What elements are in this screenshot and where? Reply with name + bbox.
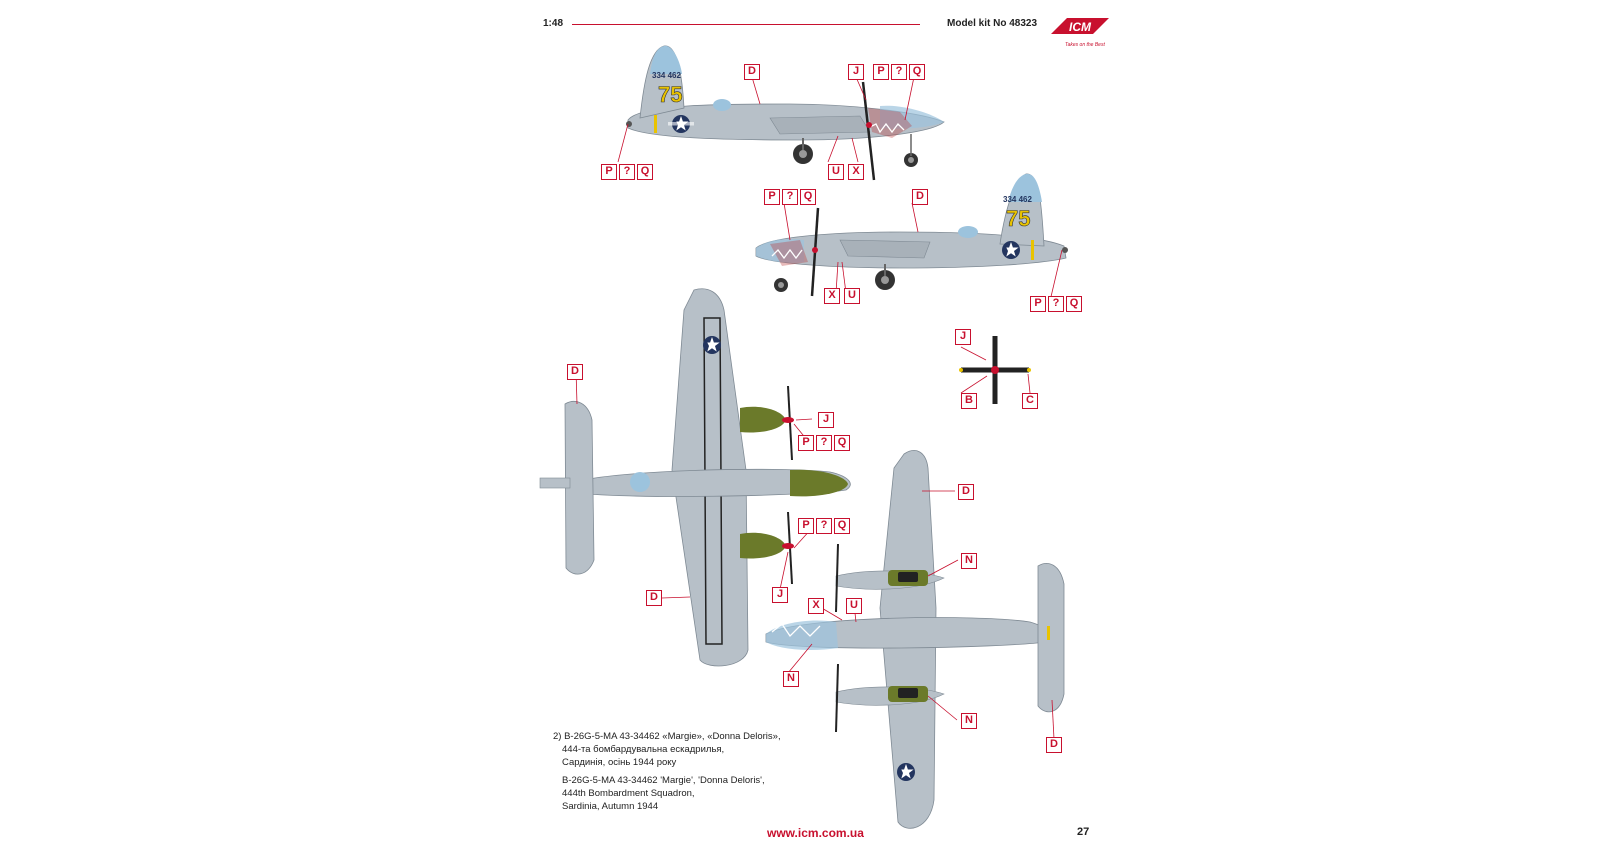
callout-unknown: ? bbox=[816, 435, 832, 451]
callout-Q: Q bbox=[1066, 296, 1082, 312]
caption-en-line3: Sardinia, Autumn 1944 bbox=[562, 801, 659, 812]
brand-name: ICM bbox=[1069, 20, 1092, 34]
callout-D: D bbox=[744, 64, 760, 80]
callout-D: D bbox=[1046, 737, 1062, 753]
caption-en-line2: 444th Bombardment Squadron, bbox=[562, 788, 695, 799]
callout-unknown: ? bbox=[782, 189, 798, 205]
caption-uk-line3: Сардинія, осінь 1944 року bbox=[562, 757, 677, 768]
brand-slogan: Takes on the Best bbox=[1065, 42, 1105, 48]
callout-unknown: ? bbox=[619, 164, 635, 180]
header-rule bbox=[572, 24, 920, 25]
callout-N: N bbox=[961, 553, 977, 569]
caption-uk-line1: 2) B-26G-5-MA 43-34462 «Margie», «Donna … bbox=[553, 731, 781, 742]
icm-logo: ICM Takes on the Best bbox=[1051, 18, 1109, 48]
callout-Q: Q bbox=[800, 189, 816, 205]
callout-D: D bbox=[958, 484, 974, 500]
callout-unknown: ? bbox=[1048, 296, 1064, 312]
caption-uk-line2: 444-та бомбардувальна ескадрилья, bbox=[562, 744, 725, 755]
callout-J: J bbox=[955, 329, 971, 345]
scale-label: 1:48 bbox=[543, 18, 564, 29]
callout-D: D bbox=[912, 189, 928, 205]
squadron-code-left: 75 bbox=[658, 82, 682, 107]
callout-unknown: ? bbox=[891, 64, 907, 80]
serial-number-right: 334 462 bbox=[1003, 195, 1032, 204]
caption-en-line1: B-26G-5-MA 43-34462 'Margie', 'Donna Del… bbox=[562, 775, 765, 786]
callout-Q: Q bbox=[637, 164, 653, 180]
right-profile-view: 334 462 75 bbox=[755, 173, 1068, 297]
squadron-code-right: 75 bbox=[1006, 206, 1030, 231]
left-profile-view: 334 462 75 bbox=[626, 45, 945, 181]
kit-number: Model kit No 48323 bbox=[947, 18, 1038, 29]
serial-number-left: 334 462 bbox=[652, 71, 681, 80]
website-link[interactable]: www.icm.com.ua bbox=[767, 826, 864, 840]
callout-P: P bbox=[873, 64, 889, 80]
callout-N: N bbox=[961, 713, 977, 729]
callout-X: X bbox=[824, 288, 840, 304]
callout-Q: Q bbox=[909, 64, 925, 80]
callout-J: J bbox=[848, 64, 864, 80]
callout-Q: Q bbox=[834, 435, 850, 451]
callout-Q: Q bbox=[834, 518, 850, 534]
callout-X: X bbox=[848, 164, 864, 180]
callout-B: B bbox=[961, 393, 977, 409]
callout-P: P bbox=[601, 164, 617, 180]
page-number: 27 bbox=[1077, 826, 1090, 838]
callout-P: P bbox=[1030, 296, 1046, 312]
callout-U: U bbox=[846, 598, 862, 614]
propeller-detail bbox=[959, 336, 1031, 404]
callout-P: P bbox=[798, 435, 814, 451]
underside-plan-view bbox=[765, 450, 1065, 829]
callout-J: J bbox=[772, 587, 788, 603]
callout-J: J bbox=[818, 412, 834, 428]
callout-D: D bbox=[646, 590, 662, 606]
callout-P: P bbox=[798, 518, 814, 534]
callout-U: U bbox=[828, 164, 844, 180]
callout-D: D bbox=[567, 364, 583, 380]
callout-P: P bbox=[764, 189, 780, 205]
callout-unknown: ? bbox=[816, 518, 832, 534]
callout-C: C bbox=[1022, 393, 1038, 409]
callout-X: X bbox=[808, 598, 824, 614]
callout-U: U bbox=[844, 288, 860, 304]
callout-N: N bbox=[783, 671, 799, 687]
scheme-caption: 2) B-26G-5-MA 43-34462 «Margie», «Donna … bbox=[553, 730, 781, 818]
top-plan-view bbox=[539, 288, 851, 667]
